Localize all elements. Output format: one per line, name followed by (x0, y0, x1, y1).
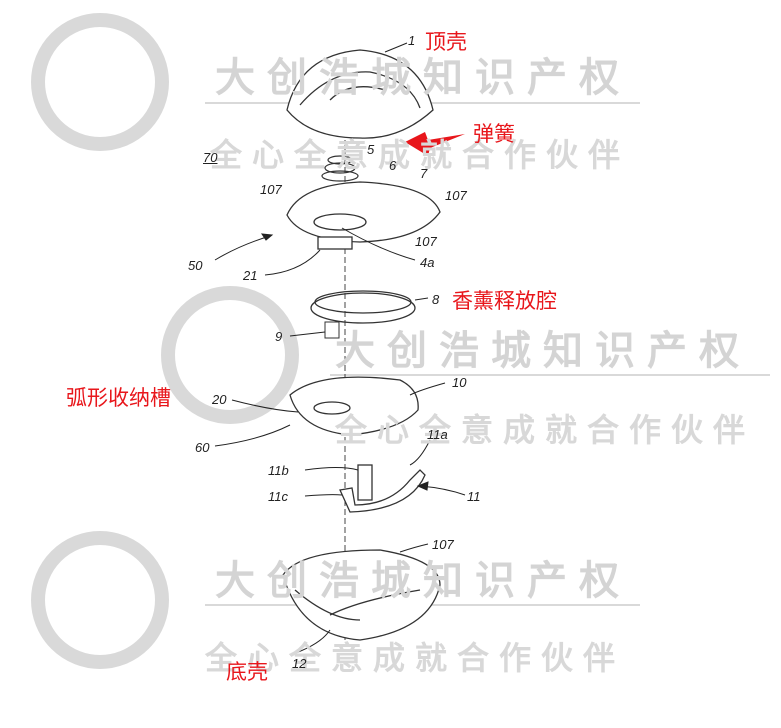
watermark-brand: 大创浩城知识产权 (335, 327, 751, 374)
watermark-logo-icon (31, 13, 299, 669)
part-number: 21 (243, 268, 258, 283)
part-number: 6 (389, 158, 397, 173)
holder-part (289, 376, 419, 436)
red-arrow-icon (405, 132, 465, 156)
part-number: 10 (452, 375, 467, 390)
part-number: 11c (268, 489, 288, 504)
part-number: 1 (408, 33, 416, 48)
part-number: 9 (275, 329, 283, 344)
aroma-ring-part (310, 290, 416, 324)
base-plate-part (286, 181, 441, 250)
part-number: 107 (432, 537, 454, 552)
part-number: 7 (420, 166, 428, 181)
part-number: 11a (427, 427, 448, 442)
leader-lines (214, 42, 466, 656)
part-number: 107 (415, 234, 437, 249)
part-number: 107 (445, 188, 467, 203)
part-number: 107 (260, 182, 282, 197)
watermark-slogan: 全心全意成就合作伙伴 (210, 136, 631, 174)
label-bottom-shell: 底壳 (226, 660, 268, 684)
part-number: 50 (188, 258, 203, 273)
part-number: 8 (432, 292, 440, 307)
label-spring: 弹簧 (473, 122, 515, 146)
part-number: 11b (268, 463, 289, 478)
top-shell-part (286, 49, 434, 139)
watermark-brand: 大创浩城知识产权 (215, 54, 631, 101)
watermark-slogan: 全心全意成就合作伙伴 (335, 411, 756, 449)
part-9 (324, 321, 340, 339)
part-number: 70 (203, 150, 218, 165)
label-top-shell: 顶壳 (425, 30, 467, 54)
watermark-brand: 大创浩城知识产权 (215, 557, 631, 604)
clip-part (339, 464, 426, 513)
part-number: 12 (292, 656, 307, 671)
label-arc-groove: 弧形收纳槽 (66, 386, 171, 410)
spring-part (321, 155, 359, 182)
label-aroma-chamber: 香薰释放腔 (452, 289, 557, 313)
part-number: 60 (195, 440, 210, 455)
part-number: 11 (467, 489, 481, 504)
bottom-shell-part (282, 549, 441, 641)
watermark-slogan: 全心全意成就合作伙伴 (205, 639, 626, 677)
part-number: 20 (212, 392, 227, 407)
part-number: 4a (420, 255, 435, 270)
part-number: 5 (367, 142, 375, 157)
